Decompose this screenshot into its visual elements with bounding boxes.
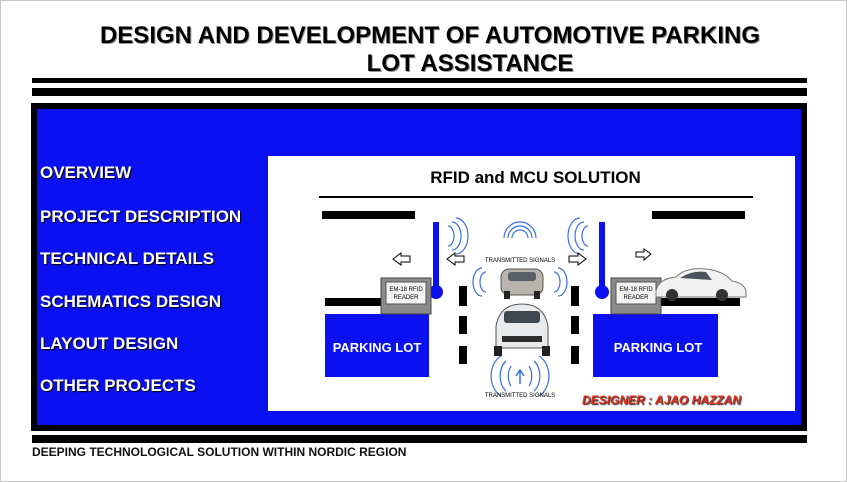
lane-mark-l1 <box>459 286 467 306</box>
signal-label-top: TRANSMITTED SIGNALS <box>485 258 555 264</box>
signal-waves <box>447 217 589 397</box>
title-underline <box>319 196 753 198</box>
arrow-left-icon-2 <box>446 252 465 266</box>
barrier-top-right <box>652 211 745 219</box>
nav-item-overview[interactable]: OVERVIEW <box>40 163 132 182</box>
barrier-mid-left <box>325 298 428 306</box>
nav-item-schematics-design[interactable]: SCHEMATICS DESIGN <box>40 292 222 311</box>
header-divider-thin <box>32 78 807 83</box>
title-line-1: DESIGN AND DEVELOPMENT OF AUTOMOTIVE PAR… <box>99 22 761 49</box>
signal-label-bottom: TRANSMITTED SIGNALS <box>485 393 555 399</box>
reader-pole-right-base <box>595 285 609 299</box>
nav-item-project-description[interactable]: PROJECT DESCRIPTION <box>40 207 242 226</box>
reader-pole-left <box>433 222 439 288</box>
arrow-right-icon-2 <box>635 248 652 262</box>
parking-lot-right-label: PARKING LOT <box>614 340 703 355</box>
diagram-graphic: PARKING LOT PARKING LOT EM-18 RFID READE… <box>319 196 753 399</box>
barrier-top-left <box>322 211 415 219</box>
title-line-2: LOT ASSISTANCE <box>366 50 574 77</box>
rfid-diagram: RFID and MCU SOLUTION PARKING LOT PARKIN… <box>268 156 795 411</box>
rfid-reader-right: EM-18 RFID READER <box>610 277 662 315</box>
reader-left-line1: EM-18 RFID <box>389 287 423 293</box>
car-front-icon <box>494 303 550 356</box>
parking-lot-left-block <box>325 314 429 377</box>
upload-arrow-icon <box>515 368 525 384</box>
lane-mark-r2 <box>571 316 579 334</box>
footer-divider-thick <box>32 435 807 443</box>
nav-item-layout-design[interactable]: LAYOUT DESIGN <box>40 334 179 353</box>
reader-right-line2: READER <box>623 295 649 301</box>
header-divider-thick <box>32 88 807 96</box>
car-rear-icon <box>500 268 544 299</box>
reader-pole-right <box>599 222 605 288</box>
car-side-icon <box>655 268 747 301</box>
page-title: DESIGN AND DEVELOPMENT OF AUTOMOTIVE PAR… <box>30 22 847 78</box>
rfid-reader-left: EM-18 RFID READER <box>380 277 432 315</box>
reader-right-line1: EM-18 RFID <box>619 287 653 293</box>
lane-mark-r3 <box>571 346 579 364</box>
parking-lot-right-block <box>593 314 718 377</box>
diagram-title: RFID and MCU SOLUTION <box>430 168 641 187</box>
nav-item-technical-details[interactable]: TECHNICAL DETAILS <box>40 249 215 268</box>
arrow-right-icon-1 <box>568 252 587 266</box>
parking-lot-left-label: PARKING LOT <box>333 340 422 355</box>
barrier-mid-right <box>660 298 740 306</box>
lane-mark-l2 <box>459 316 467 334</box>
lane-mark-r1 <box>571 286 579 306</box>
lane-mark-l3 <box>459 346 467 364</box>
footer-tagline: DEEPING TECHNOLOGICAL SOLUTION WITHIN NO… <box>32 445 407 459</box>
nav-item-other-projects[interactable]: OTHER PROJECTS <box>40 376 196 395</box>
reader-pole-left-base <box>429 285 443 299</box>
reader-left-line2: READER <box>393 295 419 301</box>
designer-credit: DESIGNER : AJAO HAZZAN <box>582 393 741 407</box>
arrow-left-icon-1 <box>392 252 411 266</box>
